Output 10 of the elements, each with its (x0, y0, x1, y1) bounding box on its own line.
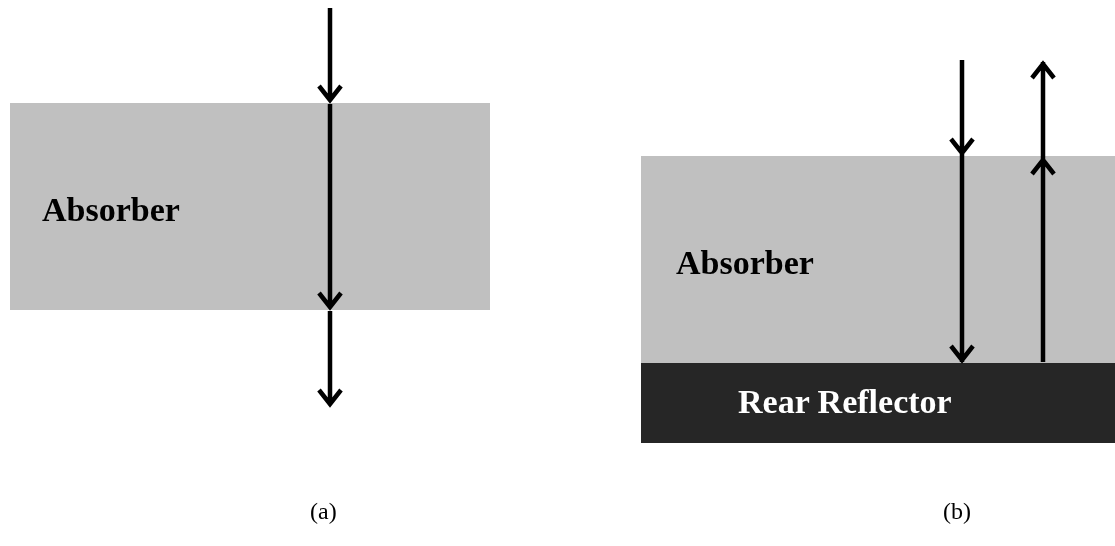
reflector-layer (641, 363, 1115, 443)
light-ray-arrow (1029, 59, 1057, 365)
panel-label: (a) (310, 498, 337, 525)
layer-label: Rear Reflector (738, 383, 952, 421)
absorber-layer (10, 103, 490, 310)
panel-label: (b) (943, 498, 971, 525)
layer-label: Absorber (676, 244, 814, 282)
light-ray-arrow (948, 57, 976, 365)
absorber-layer (641, 156, 1115, 363)
layer-label: Absorber (42, 191, 180, 229)
